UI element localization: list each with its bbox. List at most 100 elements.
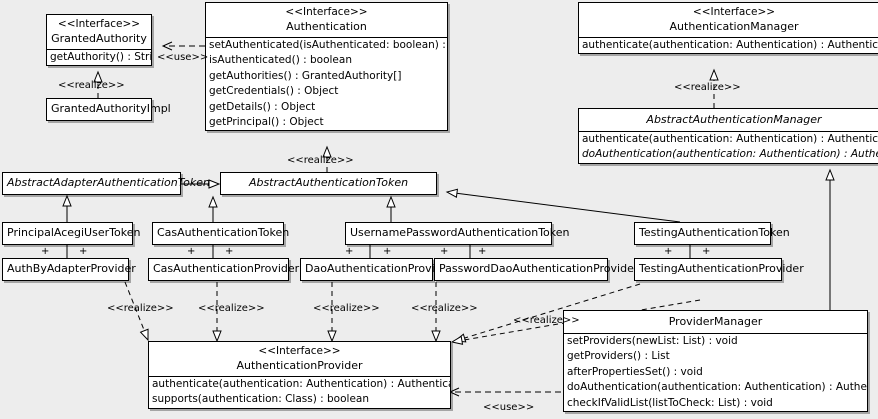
- edge-label-realize-cas: <<realize>>: [198, 303, 265, 314]
- class-header: <<Interface>> Authentication: [206, 3, 447, 37]
- class-header: TestingAuthenticationProvider: [635, 259, 804, 280]
- member-row: setAuthenticated(isAuthenticated: boolea…: [209, 39, 447, 51]
- class-granted-authority-impl[interactable]: GrantedAuthorityImpl: [46, 98, 171, 121]
- class-username-password-authentication-token[interactable]: UsernamePasswordAuthenticationToken: [345, 222, 570, 245]
- association-plus-marker: +: [383, 246, 392, 257]
- class-name-label: UsernamePasswordAuthenticationToken: [350, 226, 570, 239]
- edge-label-use-providermanager-authprovider: <<use>>: [483, 402, 535, 413]
- class-header: AbstractAuthenticationManager: [579, 109, 878, 131]
- class-name-label: TestingAuthenticationProvider: [639, 262, 804, 275]
- class-auth-by-adapter-provider[interactable]: AuthByAdapterProvider: [2, 258, 136, 281]
- stereotype-label: <<Interface>>: [285, 6, 368, 18]
- class-header: PasswordDaoAuthenticationProvider: [435, 259, 639, 280]
- class-testing-authentication-provider[interactable]: TestingAuthenticationProvider: [634, 258, 804, 281]
- class-members: setAuthenticated(isAuthenticated: boolea…: [206, 37, 447, 130]
- class-header: <<Interface>> AuthenticationProvider: [149, 342, 450, 376]
- class-name-label: Authentication: [286, 20, 367, 33]
- member-row: afterPropertiesSet() : void: [567, 365, 703, 378]
- association-plus-marker: +: [225, 246, 234, 257]
- edge-label-realize-dao: <<realize>>: [313, 303, 380, 314]
- class-header: <<Interface>> GrantedAuthority: [47, 15, 151, 49]
- class-name-label: CasAuthenticationProvider: [153, 262, 300, 275]
- member-row: getAuthorities() : GrantedAuthority[]: [209, 69, 402, 82]
- association-plus-marker: +: [345, 246, 354, 257]
- member-row: doAuthentication(authentication: Authent…: [567, 381, 867, 394]
- class-name-label: AbstractAdapterAuthenticationToken: [7, 176, 210, 189]
- class-header: AbstractAuthenticationToken: [221, 173, 436, 194]
- class-header: TestingAuthenticationToken: [635, 223, 790, 244]
- class-name-label: PrincipalAcegiUserToken: [7, 226, 141, 239]
- class-members: authenticate(authentication: Authenticat…: [579, 131, 878, 163]
- association-plus-marker: +: [664, 246, 673, 257]
- class-header: CasAuthenticationProvider: [149, 259, 300, 280]
- class-principal-acegi-user-token[interactable]: PrincipalAcegiUserToken: [2, 222, 141, 245]
- class-name-label: GrantedAuthority: [51, 32, 147, 45]
- association-plus-marker: +: [79, 246, 88, 257]
- class-cas-authentication-provider[interactable]: CasAuthenticationProvider: [148, 258, 300, 281]
- class-members: authenticate(authentication: Authenticat…: [149, 376, 450, 408]
- member-row: setProviders(newList: List) : void: [567, 335, 738, 347]
- class-abstract-adapter-authentication-token[interactable]: AbstractAdapterAuthenticationToken: [2, 172, 210, 195]
- edge-testingtoken-extends-abstracttoken: [445, 188, 681, 223]
- class-members: authenticate(authentication: Authenticat…: [579, 37, 878, 53]
- edge-label-realize-authbyadapter: <<realize>>: [107, 303, 174, 314]
- class-authentication-manager[interactable]: <<Interface>> AuthenticationManager auth…: [578, 2, 878, 55]
- class-name-label: DaoAuthenticationProvider: [305, 262, 453, 275]
- member-row: checkIfValidList(listToCheck: List) : vo…: [567, 396, 773, 409]
- class-name-label: TestingAuthenticationToken: [639, 226, 790, 239]
- class-name-label: AbstractAuthenticationToken: [248, 176, 409, 189]
- class-name-label: CasAuthenticationToken: [157, 226, 290, 239]
- class-authentication[interactable]: <<Interface>> Authentication setAuthenti…: [205, 2, 448, 132]
- member-row: doAuthentication(authentication: Authent…: [582, 148, 878, 161]
- association-plus-marker: +: [702, 246, 711, 257]
- class-testing-authentication-token[interactable]: TestingAuthenticationToken: [634, 222, 790, 245]
- class-header: DaoAuthenticationProvider: [301, 259, 453, 280]
- class-header: ProviderManager: [564, 311, 867, 333]
- member-row: getAuthority() : String: [50, 51, 151, 63]
- class-header: UsernamePasswordAuthenticationToken: [346, 223, 570, 244]
- class-dao-authentication-provider[interactable]: DaoAuthenticationProvider: [300, 258, 453, 281]
- association-plus-marker: +: [187, 246, 196, 257]
- member-row: getDetails() : Object: [209, 100, 316, 113]
- class-abstract-authentication-manager[interactable]: AbstractAuthenticationManager authentica…: [578, 108, 878, 164]
- class-header: AuthByAdapterProvider: [3, 259, 136, 280]
- class-granted-authority[interactable]: <<Interface>> GrantedAuthority getAuthor…: [46, 14, 152, 67]
- class-members: getAuthority() : String: [47, 49, 151, 65]
- class-header: GrantedAuthorityImpl: [47, 99, 171, 120]
- class-name-label: AuthenticationManager: [669, 20, 799, 33]
- class-provider-manager[interactable]: ProviderManager setProviders(newList: Li…: [563, 310, 868, 413]
- class-name-label: AuthByAdapterProvider: [7, 262, 136, 275]
- class-header: CasAuthenticationToken: [153, 223, 290, 244]
- stereotype-label: <<Interface>>: [258, 345, 341, 357]
- member-row: getCredentials() : Object: [209, 85, 339, 98]
- class-name-label: GrantedAuthorityImpl: [51, 102, 171, 115]
- class-name-label: PasswordDaoAuthenticationProvider: [439, 262, 639, 275]
- edge-label-realize-providermanager: <<realize>>: [513, 315, 580, 326]
- member-row: getPrincipal() : Object: [209, 116, 324, 129]
- class-header: PrincipalAcegiUserToken: [3, 223, 141, 244]
- class-abstract-authentication-token[interactable]: AbstractAuthenticationToken: [220, 172, 437, 195]
- class-header: AbstractAdapterAuthenticationToken: [3, 173, 210, 194]
- association-plus-marker: +: [440, 246, 449, 257]
- member-row: getProviders() : List: [567, 350, 670, 363]
- member-row: authenticate(authentication: Authenticat…: [582, 39, 878, 51]
- stereotype-label: <<Interface>>: [692, 6, 776, 18]
- member-row: authenticate(authentication: Authenticat…: [582, 133, 878, 145]
- edge-label-realize-abstracttoken-authentication: <<realize>>: [287, 155, 354, 166]
- member-row: isAuthenticated() : boolean: [209, 54, 352, 67]
- edge-label-realize-abstractmanager-manager: <<realize>>: [674, 82, 741, 93]
- class-name-label: AbstractAuthenticationManager: [646, 113, 822, 126]
- class-password-dao-authentication-provider[interactable]: PasswordDaoAuthenticationProvider: [434, 258, 639, 281]
- association-plus-marker: +: [478, 246, 487, 257]
- edge-label-realize-passworddao: <<realize>>: [411, 303, 478, 314]
- stereotype-label: <<Interface>>: [57, 18, 141, 30]
- edge-label-use-authentication-grantedauthority: <<use>>: [157, 52, 209, 63]
- class-header: <<Interface>> AuthenticationManager: [579, 3, 878, 37]
- class-authentication-provider[interactable]: <<Interface>> AuthenticationProvider aut…: [148, 341, 451, 409]
- edge-label-realize-grantedauthorityimpl: <<realize>>: [58, 80, 125, 91]
- member-row: authenticate(authentication: Authenticat…: [152, 378, 450, 390]
- class-name-label: AuthenticationProvider: [236, 359, 363, 372]
- class-cas-authentication-token[interactable]: CasAuthenticationToken: [152, 222, 290, 245]
- class-members: setProviders(newList: List) : void getPr…: [564, 333, 867, 411]
